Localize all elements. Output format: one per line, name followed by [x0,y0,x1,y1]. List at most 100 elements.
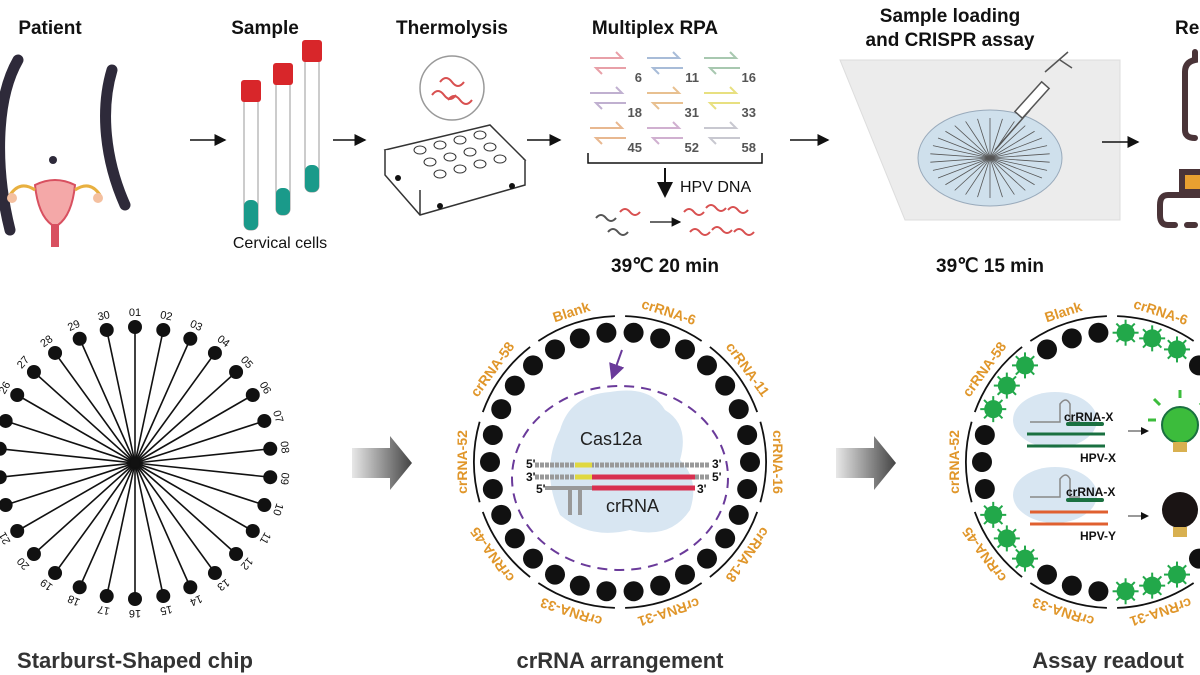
well [26,364,41,379]
well [257,413,272,428]
arrangement-title: crRNA arrangement [516,648,724,673]
segment-arc [481,511,531,578]
lysed-cell-icon [419,55,485,121]
chip-center-inlet [130,458,140,468]
well [72,331,87,346]
well-label: 06 [257,380,274,397]
segment-arc [973,346,1023,413]
well [245,524,260,538]
primer-pair-icon [704,86,740,110]
well [1188,355,1200,376]
well-label: 03 [188,318,204,334]
channel [54,352,136,464]
segment-arc [709,511,759,578]
positive-well-icon [993,372,1020,399]
well [1061,328,1082,349]
well [1188,548,1200,569]
positive-example: crRNA-X HPV-X [1013,390,1200,465]
channel [134,462,237,555]
channel [134,462,192,588]
segment-label: Blank [1043,298,1084,325]
channel [5,420,136,464]
well [728,504,749,525]
segment-label: crRNA-6 [1132,295,1190,328]
segment-crrna-31: crRNA-31 [623,564,703,630]
channel [33,462,136,555]
well [482,424,503,445]
tube-icon [273,63,293,216]
primer-pair-icon [647,51,683,75]
well [737,479,758,500]
segment-crrna-52: crRNA-52 [454,421,503,503]
segment-blank: Blank [1029,298,1109,360]
positive-well-icon [980,396,1007,423]
crrna-arrangement-diagram: Cas12a 5' 3' 3' 5' 5' 3' crRNA crRNA-6cr… [454,295,786,629]
channel [78,462,136,588]
well [675,339,695,360]
well [10,524,25,538]
thermolysis-illustration [383,55,527,216]
well [480,452,500,472]
well [257,498,272,513]
chip-loading-illustration [839,51,1121,221]
positive-well-icon [1112,319,1139,346]
hpv-type-label: 6 [635,70,642,85]
process-arrow-icon [836,436,896,490]
segment-crrna-58: crRNA-58 [467,338,544,420]
well [740,452,760,472]
well-label: 01 [129,307,141,319]
well [183,331,198,346]
primer-pair-icon [590,51,626,75]
channel [16,394,136,464]
well [263,470,278,485]
syringe-icon [994,51,1073,151]
well [0,413,13,428]
well [504,375,525,396]
step-sample-label: Sample [231,18,299,39]
well [0,441,7,456]
segment-crrna-11: crRNA-11 [696,339,773,420]
step-loading-label-line2: and CRISPR assay [866,30,1035,51]
tube-icon [302,40,322,193]
segment-arc [1029,582,1107,609]
primer-pair-icon [647,86,683,110]
well-label: 28 [38,333,55,350]
channel [105,329,136,464]
well [48,345,63,360]
hpv-type-label: 11 [685,70,699,85]
step-thermolysis-label: Thermolysis [396,18,508,39]
negative-example: crRNA-X HPV-Y [1013,467,1198,543]
assay-readout-diagram: crRNA-6crRNA-11crRNA-16crRNA-18crRNA-31c… [946,295,1200,630]
sample-tubes-illustration [241,40,322,231]
well-label: 09 [278,472,291,485]
positive-well-icon [993,525,1020,552]
cervical-cells-caption: Cervical cells [233,235,327,252]
segment-arc [625,582,703,609]
segment-crrna-45: crRNA-45 [467,504,544,585]
cas12a-protein-icon [550,390,694,533]
well [715,528,736,549]
channel [134,394,254,464]
well [0,470,7,485]
well [48,566,63,581]
channel [134,462,265,506]
channel [134,352,216,464]
well [491,504,512,525]
well [482,479,503,500]
well [1037,564,1057,585]
well [675,564,695,585]
segment-arc [973,511,1023,578]
well [650,328,671,349]
positive-well-icon [1164,336,1190,363]
well-label: 29 [66,318,82,334]
zoom-outline [511,385,729,571]
segment-label: crRNA-16 [770,430,786,494]
well [128,320,142,334]
well [569,328,590,349]
uterus-icon [7,179,103,247]
dna-duplex-icon [535,462,710,515]
well [545,339,565,360]
channel [105,462,136,597]
segment-label: crRNA-6 [640,295,698,328]
